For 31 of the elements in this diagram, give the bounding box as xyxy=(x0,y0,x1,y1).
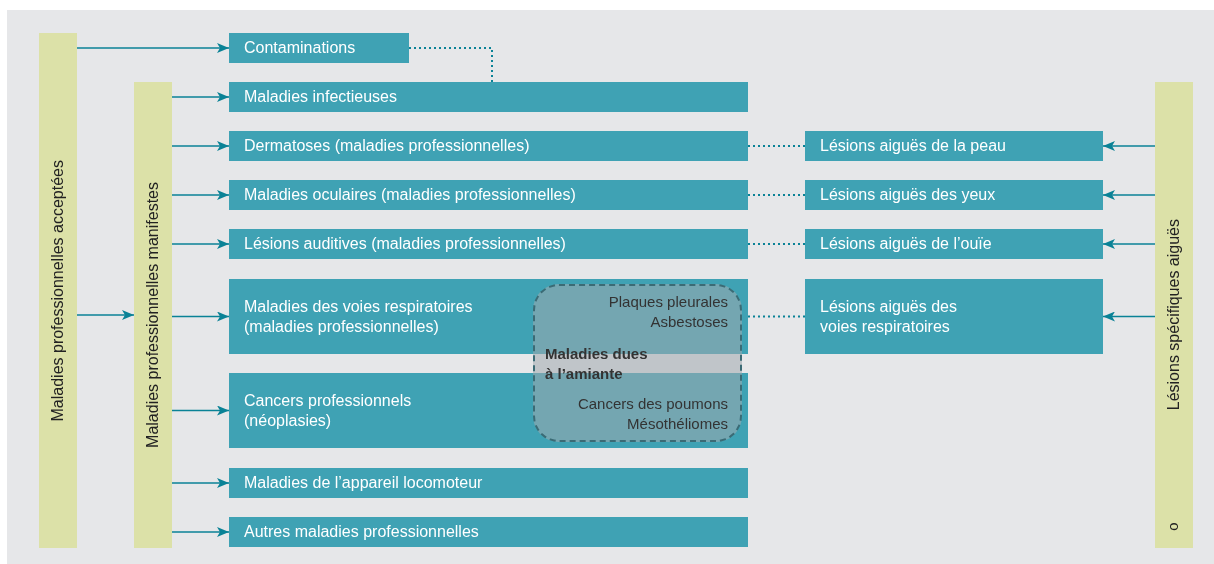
arrow xyxy=(1102,141,1156,151)
arrow xyxy=(171,141,230,151)
process-box: Lésions aiguës des voies respiratoires xyxy=(805,279,1103,354)
process-box: Lésions auditives (maladies professionnelles) xyxy=(229,229,748,259)
arrow xyxy=(1102,311,1156,322)
process-box: Autres maladies professionnelles xyxy=(229,517,748,547)
process-box: Lésions aiguës des yeux xyxy=(805,180,1103,210)
arrow xyxy=(1102,239,1156,249)
arrow xyxy=(171,92,230,102)
page-mark: o xyxy=(1163,522,1181,531)
process-box: Maladies infectieuses xyxy=(229,82,748,112)
process-box: Dermatoses (maladies professionnelles) xyxy=(229,131,748,161)
process-box: Contaminations xyxy=(229,33,409,63)
group-item-list: Plaques pleurales Asbestoses xyxy=(578,292,728,332)
arrow xyxy=(76,43,230,53)
arrow xyxy=(171,311,230,322)
arrow xyxy=(171,527,230,537)
category-bar: Maladies professionnelles acceptées xyxy=(39,33,77,548)
arrow xyxy=(171,190,230,200)
dashed-group-box xyxy=(533,284,742,442)
category-bar: Maladies professionnelles manifestes xyxy=(134,82,172,548)
process-box: Lésions aiguës de la peau xyxy=(805,131,1103,161)
process-box: Maladies oculaires (maladies professionnelles) xyxy=(229,180,748,210)
arrow xyxy=(171,478,230,488)
process-box: Maladies de l’appareil locomoteur xyxy=(229,468,748,498)
arrow xyxy=(171,405,230,416)
arrow xyxy=(76,310,135,320)
arrow xyxy=(171,239,230,249)
arrow xyxy=(1102,190,1156,200)
process-box: Lésions aiguës de l’ouïe xyxy=(805,229,1103,259)
group-item-list: Cancers des poumons Mésothéliomes xyxy=(548,394,728,434)
